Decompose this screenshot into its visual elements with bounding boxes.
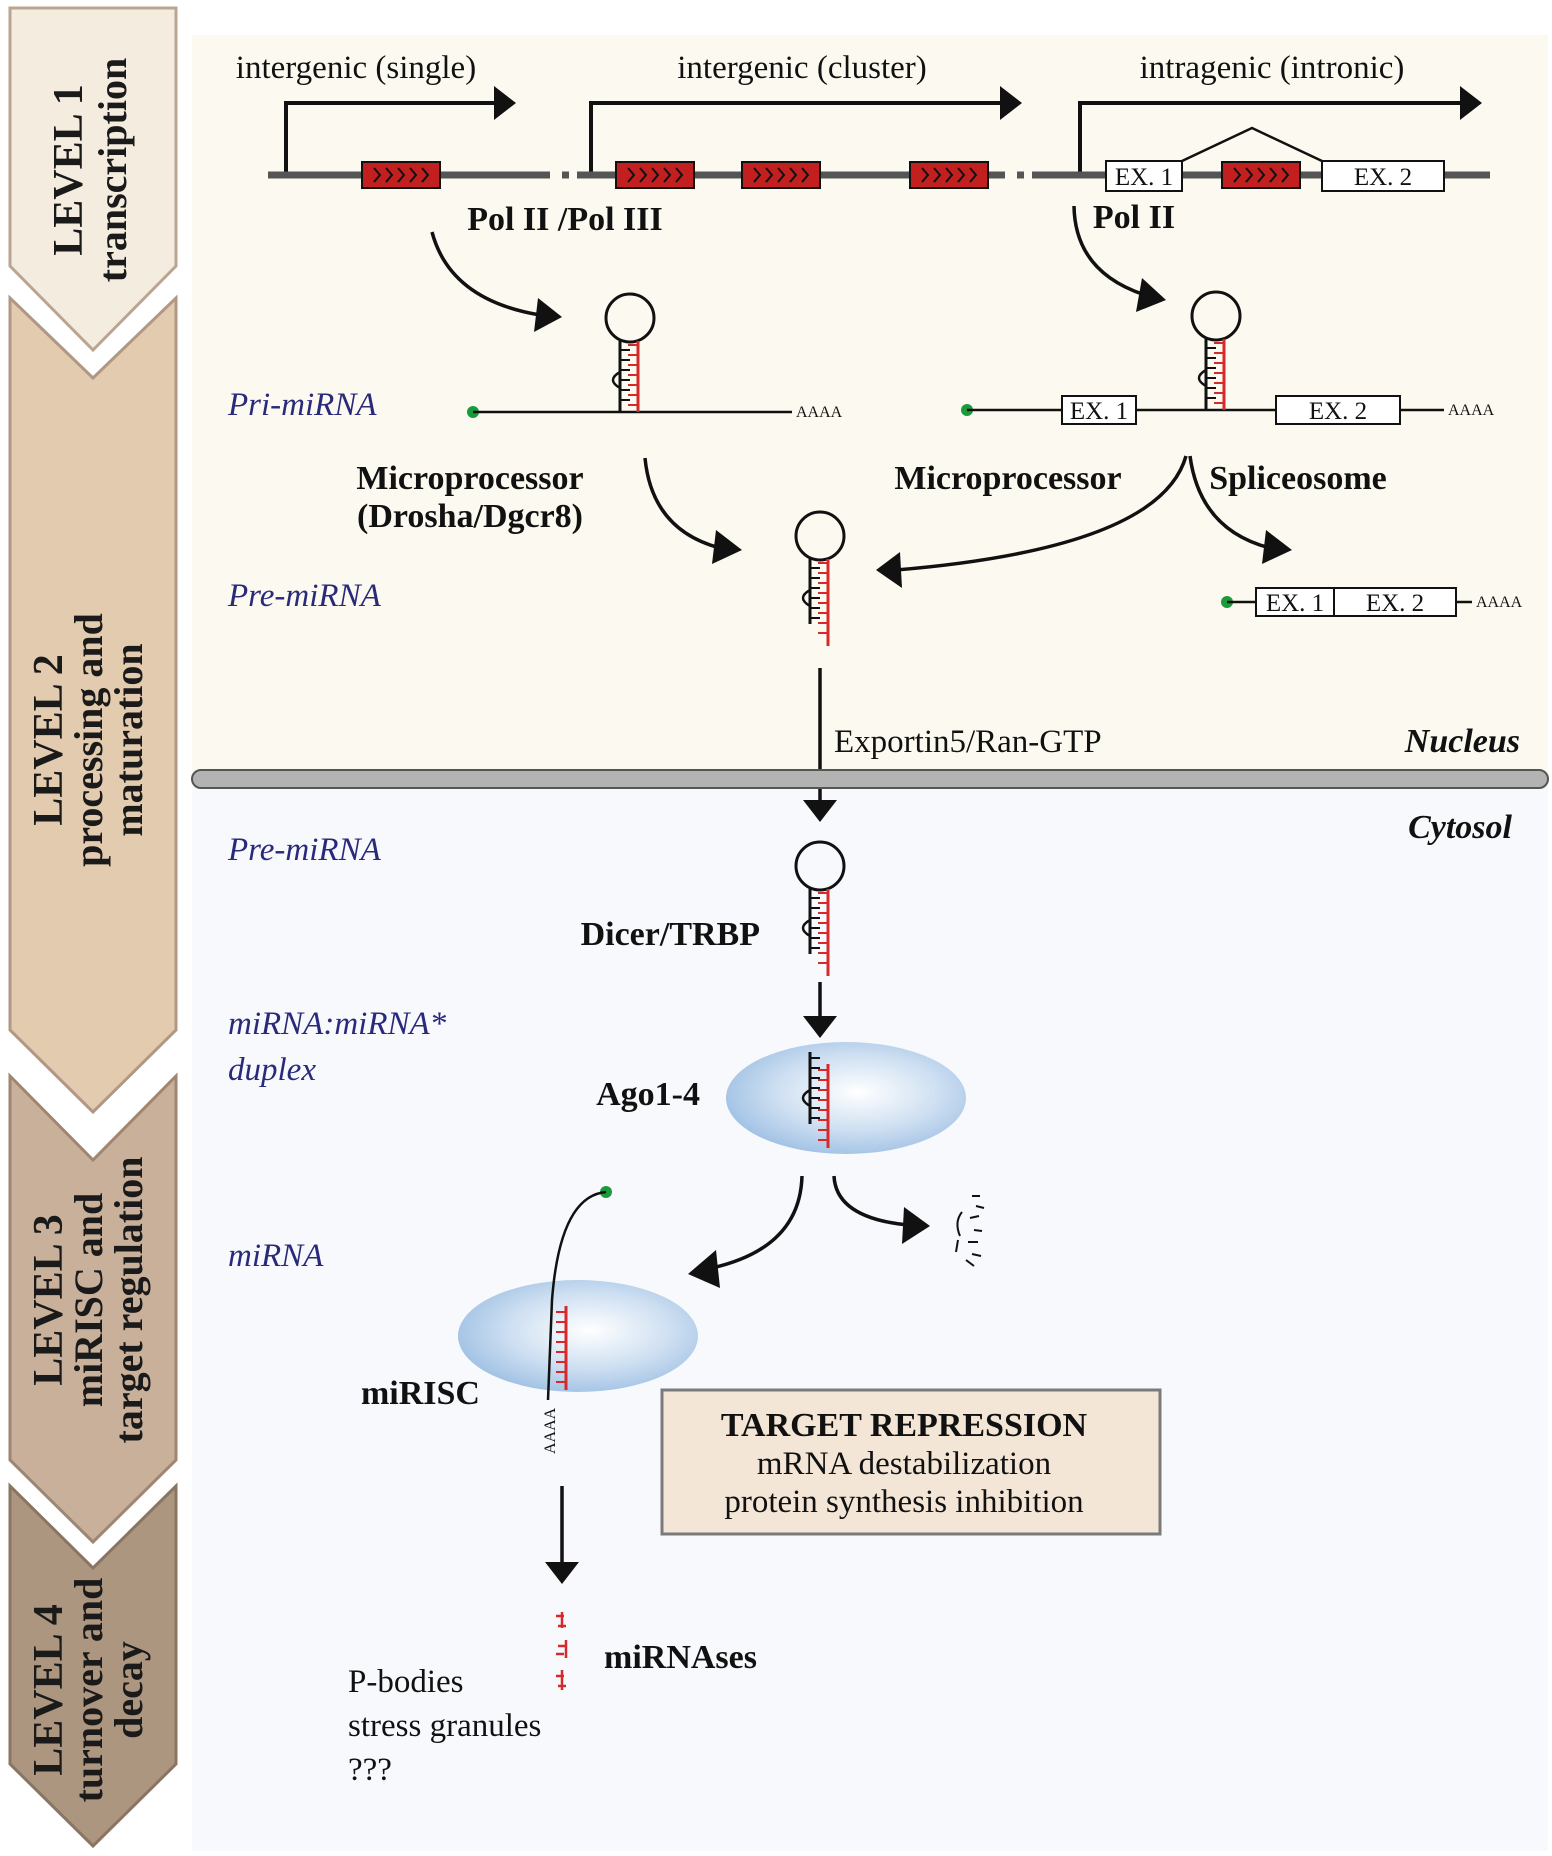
level-1-subtitle: transcription: [90, 58, 135, 282]
arrow-spliceosome: [1188, 455, 1292, 564]
arrow-microprocessor-right: [876, 455, 1188, 588]
host-exon-2: [1321, 160, 1445, 192]
polymerase-right-label: Pol II: [1093, 199, 1175, 236]
level-1-chevron: LEVEL 1 transcription: [8, 6, 178, 353]
level-4-title: LEVEL 4: [26, 1604, 72, 1776]
level-3-subtitle-line2: target regulation: [106, 1157, 151, 1444]
target-repression-line1: mRNA destabilization: [757, 1446, 1051, 1482]
duplex-label-line1: miRNA:miRNA*: [228, 1006, 447, 1042]
decay-arrow: [545, 1486, 579, 1584]
mrna-exon-2-label: EX. 2: [1366, 590, 1424, 617]
dicer-trbp-label: Dicer/TRBP: [581, 916, 760, 953]
pre-mirna-cytosol: [794, 840, 846, 976]
level-3-chevron: LEVEL 3 miRISC and target regulation: [8, 1072, 178, 1545]
host-exon-2-label: EX. 2: [1354, 164, 1412, 191]
host-exon-1-label: EX. 1: [1115, 164, 1173, 191]
pri-exon-2-label: EX. 2: [1309, 398, 1367, 425]
target-repression-line2: protein synthesis inhibition: [724, 1484, 1083, 1520]
polya-tail-right: AAAA: [1448, 402, 1495, 419]
mirna-duplex: [801, 1052, 830, 1148]
polymerase-left-label: Pol II /Pol III: [467, 201, 663, 238]
pre-mirna-cytosol-label: Pre-miRNA: [227, 832, 382, 868]
level-4-subtitle-line1: turnover and: [66, 1578, 111, 1803]
pri-mirna-intergenic: AAAA: [467, 292, 843, 421]
tss-arrow-intronic: [1078, 86, 1482, 172]
spliced-mrna: AAAA: [1221, 587, 1523, 617]
arrow-passenger-strand: [832, 1175, 930, 1244]
pri-mirna-label: Pri-miRNA: [227, 387, 377, 423]
level-1-title: LEVEL 1: [46, 84, 92, 256]
level-2-title: LEVEL 2: [26, 654, 72, 826]
intergenic-single-label: intergenic (single): [236, 50, 476, 86]
polya-tail-target: AAAA: [542, 1407, 559, 1454]
mirnases-label: miRNAses: [604, 1639, 757, 1676]
arrow-to-mirisc: [688, 1175, 804, 1288]
ago-label: Ago1-4: [596, 1076, 700, 1113]
mrna-exon-1-label: EX. 1: [1266, 590, 1324, 617]
microprocessor-left-label: Microprocessor: [356, 460, 583, 497]
target-mrna: AAAA: [542, 1186, 612, 1454]
cytosol-label: Cytosol: [1408, 809, 1512, 846]
intragenic-intronic-label: intragenic (intronic): [1140, 50, 1405, 86]
tss-arrow-cluster: [589, 86, 1022, 172]
level-4-chevron: LEVEL 4 turnover and decay: [8, 1482, 178, 1849]
mirna-gene-intronic: [1221, 161, 1301, 189]
pre-mirna-nucleus-label: Pre-miRNA: [227, 578, 382, 614]
level-2-subtitle-line2: maturation: [106, 643, 151, 836]
dicer-arrow: [803, 982, 837, 1038]
degraded-passenger-strand: [955, 1195, 985, 1267]
mirisc-complex: [458, 1280, 698, 1392]
level-2-chevron: LEVEL 2 processing and maturation: [8, 294, 178, 1115]
exportin-label: Exportin5/Ran-GTP: [834, 724, 1102, 760]
target-repression-box: TARGET REPRESSION mRNA destabilization p…: [660, 1388, 1162, 1536]
pri-mirna-intronic: AAAA: [961, 290, 1495, 425]
host-exon-1: [1105, 160, 1183, 192]
microprocessor-right-label: Microprocessor: [894, 460, 1121, 497]
stress-granules-label: stress granules: [348, 1708, 541, 1744]
nucleus-label: Nucleus: [1404, 723, 1520, 760]
pre-mirna-nucleus: [794, 510, 846, 646]
nuclear-membrane: [191, 769, 1549, 789]
degraded-mirna: [556, 1612, 568, 1690]
intergenic-cluster-label: intergenic (cluster): [677, 50, 927, 86]
tss-arrow-single: [284, 86, 516, 172]
level-3-title: LEVEL 3: [26, 1214, 72, 1386]
arrow-to-pri-mirna-left: [430, 231, 562, 332]
pri-exon-1-label: EX. 1: [1070, 398, 1128, 425]
duplex-label-line2: duplex: [228, 1052, 316, 1088]
cytosol-background: [192, 785, 1548, 1851]
target-repression-title: TARGET REPRESSION: [721, 1407, 1088, 1444]
ago-complex: [726, 1042, 966, 1154]
mirna-gene-cluster-1: [615, 161, 695, 189]
spliceosome-label: Spliceosome: [1209, 460, 1387, 497]
mirna-gene-single: [361, 161, 441, 189]
mirna-gene-cluster-2: [741, 161, 821, 189]
arrow-microprocessor-left: [643, 457, 742, 564]
polya-tail-mrna: AAAA: [1476, 594, 1523, 611]
arrow-to-pri-mirna-right: [1072, 205, 1166, 312]
level-3-subtitle-line1: miRISC and: [66, 1193, 111, 1408]
mirisc-label: miRISC: [361, 1375, 480, 1412]
p-bodies-label: P-bodies: [348, 1664, 464, 1700]
mirna-gene-cluster-3: [909, 161, 989, 189]
drosha-dgcr8-label: (Drosha/Dgcr8): [357, 498, 583, 535]
mature-mirna: [556, 1306, 568, 1390]
level-4-subtitle-line2: decay: [106, 1641, 151, 1739]
splice-junction: [1181, 126, 1323, 163]
polya-tail-left: AAAA: [796, 404, 843, 421]
unknown-sites-label: ???: [348, 1752, 392, 1788]
mirna-label: miRNA: [228, 1238, 324, 1274]
level-2-subtitle-line1: processing and: [66, 613, 111, 867]
